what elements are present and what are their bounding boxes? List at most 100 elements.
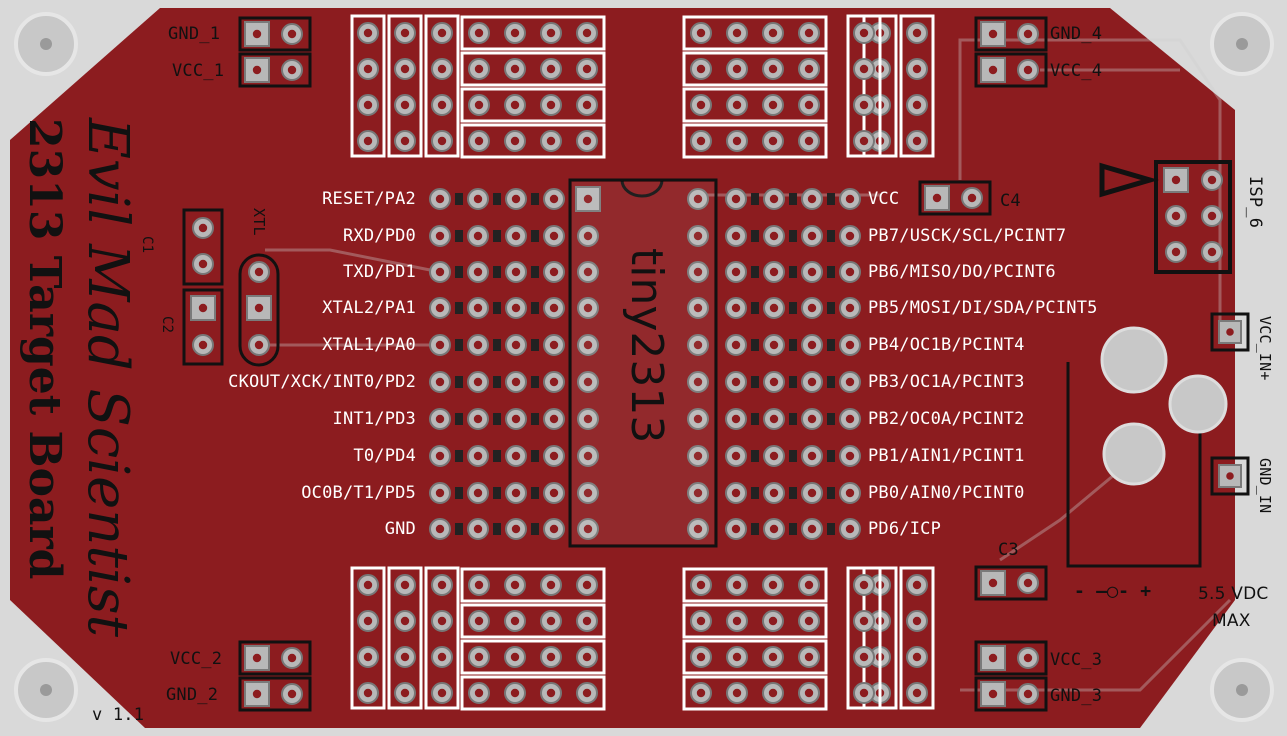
right-pin-label: PB2/OC0A/PCINT2 — [868, 409, 1025, 429]
left-pin-label: INT1/PD3 — [332, 409, 416, 429]
pad-hole — [254, 267, 264, 277]
pad-hole — [732, 688, 742, 698]
pad-hole — [845, 377, 855, 387]
c1-outline — [182, 208, 224, 286]
strip-trace — [434, 24, 450, 148]
proto-strip — [846, 566, 882, 710]
solder-link — [751, 302, 759, 314]
solder-link — [751, 487, 759, 499]
pad-hole — [731, 377, 741, 387]
pad-hole — [1171, 211, 1181, 221]
solder-link — [493, 376, 501, 388]
proto-strip — [682, 603, 828, 639]
solder-link — [789, 523, 797, 535]
pad-hole — [768, 136, 778, 146]
pad-hole — [731, 488, 741, 498]
voltage-label: 5.5 VDC — [1198, 584, 1269, 604]
pad-hole — [693, 231, 703, 241]
solder-link — [493, 413, 501, 425]
pad-hole — [988, 578, 998, 588]
pad-hole — [287, 29, 297, 39]
pad-hole — [1226, 472, 1234, 480]
pad-hole — [859, 616, 869, 626]
pad-hole — [845, 488, 855, 498]
pad-hole — [582, 616, 592, 626]
left-pin-label: RESET/PA2 — [322, 189, 416, 209]
vcc-3-label: VCC_3 — [1050, 650, 1103, 670]
pad-hole — [732, 580, 742, 590]
solder-link — [493, 193, 501, 205]
pad-hole — [804, 688, 814, 698]
pad-hole — [768, 652, 778, 662]
pad-hole — [845, 414, 855, 424]
right-pin-label: PB0/AIN0/PCINT0 — [868, 483, 1025, 503]
pad-hole — [400, 28, 410, 38]
pad-hole — [807, 524, 817, 534]
pad-hole — [693, 488, 703, 498]
isp-outline — [1154, 160, 1232, 274]
gnd-3-label: GND_3 — [1050, 686, 1103, 706]
proto-strip — [350, 566, 386, 710]
pad-hole — [252, 65, 262, 75]
pad-hole — [731, 267, 741, 277]
proto-strip — [460, 639, 606, 675]
pad-hole — [807, 340, 817, 350]
pad-hole — [769, 267, 779, 277]
pad-hole — [549, 231, 559, 241]
pad-hole — [549, 377, 559, 387]
vcc-1-label: VCC_1 — [172, 61, 225, 81]
pad-hole — [732, 100, 742, 110]
pad-hole — [804, 64, 814, 74]
solder-link — [827, 339, 835, 351]
pad-hole — [769, 451, 779, 461]
gnd-1-label: GND_1 — [168, 24, 221, 44]
pad-hole — [363, 580, 373, 590]
pad-hole — [859, 100, 869, 110]
pad-hole — [549, 488, 559, 498]
solder-link — [455, 450, 463, 462]
right-pin-label: VCC — [868, 189, 900, 209]
proto-strip — [460, 51, 606, 87]
pad-hole — [510, 64, 520, 74]
solder-link — [531, 487, 539, 499]
right-pin-label: PB3/OC1A/PCINT3 — [868, 372, 1025, 392]
solder-link — [531, 339, 539, 351]
left-pin-label: XTAL2/PA1 — [322, 298, 416, 318]
right-pin-label: PB4/OC1B/PCINT4 — [868, 335, 1025, 355]
pad-hole — [511, 267, 521, 277]
pad-hole — [696, 688, 706, 698]
solder-link — [455, 302, 463, 314]
pad-hole — [582, 580, 592, 590]
solder-link — [455, 413, 463, 425]
proto-strip — [460, 87, 606, 123]
header-outline — [238, 640, 312, 676]
solder-link — [531, 266, 539, 278]
mounting-hole-center — [1236, 684, 1248, 696]
pad-hole — [583, 303, 593, 313]
pad-hole — [473, 414, 483, 424]
pad-hole — [435, 303, 445, 313]
pad-hole — [1171, 247, 1181, 257]
solder-link — [493, 230, 501, 242]
pad-hole — [474, 688, 484, 698]
pad-hole — [437, 652, 447, 662]
pad-hole — [435, 267, 445, 277]
pad-hole — [546, 616, 556, 626]
pad-hole — [1207, 247, 1217, 257]
pad-hole — [511, 340, 521, 350]
pad-hole — [693, 303, 703, 313]
pad-hole — [845, 194, 855, 204]
pad-hole — [912, 28, 922, 38]
pad-hole — [845, 267, 855, 277]
proto-strip — [682, 51, 828, 87]
solder-link — [827, 487, 835, 499]
strip-trace — [434, 576, 450, 700]
version-label: v 1.1 — [92, 705, 145, 725]
pad-hole — [474, 28, 484, 38]
square-pad — [980, 681, 1006, 707]
solder-link — [455, 266, 463, 278]
solder-link — [827, 450, 835, 462]
solder-link — [751, 523, 759, 535]
pad-hole — [549, 194, 559, 204]
solder-link — [493, 302, 501, 314]
